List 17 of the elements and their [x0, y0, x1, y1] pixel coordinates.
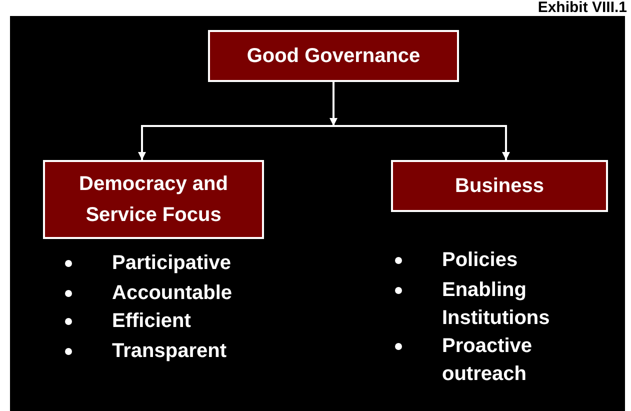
list-item: Proactive outreach: [442, 334, 534, 387]
process-box: [208, 30, 459, 82]
list-item: Transparent: [112, 339, 228, 364]
list-item: Enabling Institutions: [442, 278, 551, 331]
arrow: [334, 125, 510, 160]
box-label: Democracy and Service Focus: [78, 172, 229, 228]
process-box: [391, 160, 608, 212]
list-item: Accountable: [112, 281, 234, 306]
box-label: Good Governance: [246, 44, 422, 68]
box-label: Business: [454, 174, 545, 198]
arrow: [138, 125, 334, 160]
exhibit-label: Exhibit VIII.1: [536, 0, 627, 16]
list-item: Policies: [442, 248, 519, 273]
process-box: [43, 160, 264, 239]
list-item: Efficient: [112, 309, 192, 334]
list-item: Participative: [112, 251, 232, 276]
arrow: [330, 82, 338, 126]
